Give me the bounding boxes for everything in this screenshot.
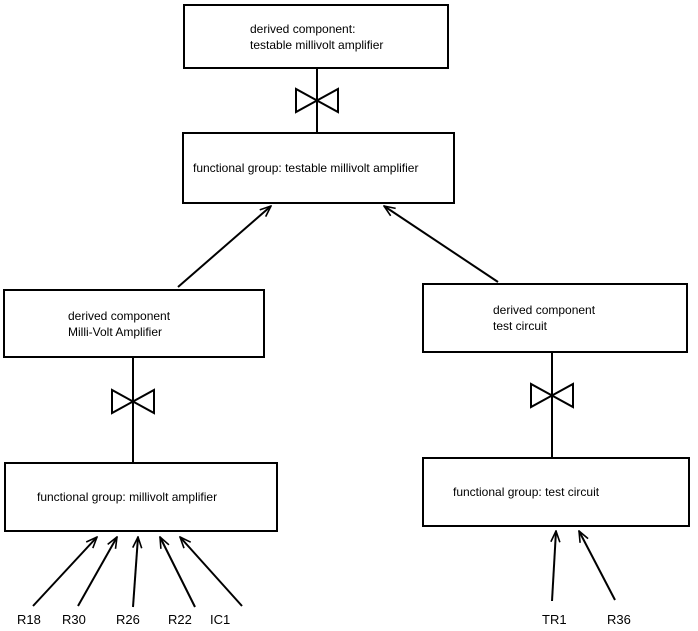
arrow-tr1 <box>552 531 556 602</box>
component-label-r26: R26 <box>116 612 140 627</box>
component-label-r22: R22 <box>168 612 192 627</box>
arrow-r22 <box>160 537 196 608</box>
arrow-derived-millivolt-to-functional-testable <box>177 206 271 288</box>
arrow-ic1 <box>180 537 243 607</box>
box-functional-group-test-circuit: functional group: test circuit <box>422 457 690 527</box>
component-label-tr1: TR1 <box>542 612 567 627</box>
box-derived-component-testable-millivolt-amplifier: derived component: testable millivolt am… <box>183 4 449 69</box>
box-text-line: functional group: test circuit <box>453 485 600 499</box>
arrow-derived-test-to-functional-testable <box>384 206 499 283</box>
component-label-r18: R18 <box>17 612 41 627</box>
box-derived-component-millivolt-amplifier: derived component Milli-Volt Amplifier <box>3 289 265 358</box>
box-text-line: testable millivolt amplifier <box>250 37 384 52</box>
arrow-r30 <box>77 537 117 607</box>
box-text-line: derived component: <box>250 21 356 36</box>
box-text-line: Milli-Volt Amplifier <box>68 324 163 339</box>
box-functional-group-testable-millivolt-amplifier: functional group: testable millivolt amp… <box>182 132 455 204</box>
arrow-r18 <box>32 537 97 607</box>
box-text-line: test circuit <box>493 319 548 333</box>
bowtie-icon-top <box>295 87 339 114</box>
box-text-line: functional group: testable millivolt amp… <box>193 161 419 175</box>
bowtie-icon-left <box>111 388 155 415</box>
arrow-r36 <box>579 531 616 601</box>
box-text-line: derived component <box>68 308 171 323</box>
box-derived-component-test-circuit: derived component test circuit <box>422 283 688 353</box>
bowtie-icon-right <box>530 382 574 409</box>
component-label-r30: R30 <box>62 612 86 627</box>
box-functional-group-millivolt-amplifier: functional group: millivolt amplifier <box>4 462 278 532</box>
arrow-r26 <box>132 537 138 608</box>
component-label-r36: R36 <box>607 612 631 627</box>
component-label-ic1: IC1 <box>210 612 231 627</box>
box-text-line: derived component <box>493 303 596 317</box>
box-text-line: functional group: millivolt amplifier <box>37 490 218 504</box>
